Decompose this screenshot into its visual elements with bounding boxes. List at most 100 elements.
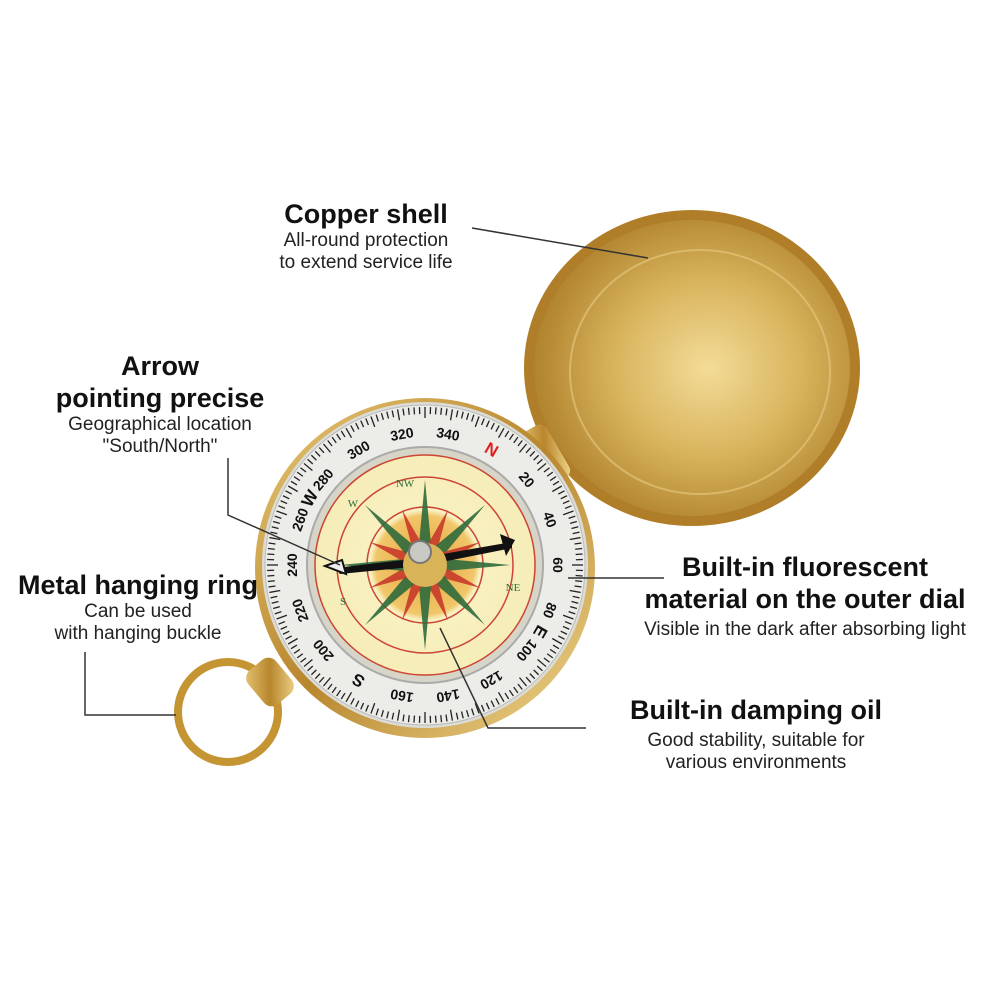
dial-tick [407, 407, 410, 415]
dial-tick [474, 416, 480, 428]
callout-damping: Built-in damping oil Good stability, sui… [596, 694, 916, 774]
dial-tick [568, 611, 576, 615]
dial-tick [303, 462, 313, 472]
dial-tick [445, 408, 448, 416]
dial-label: 160 [389, 686, 415, 706]
dial-tick [495, 698, 500, 705]
dial-tick [449, 409, 454, 421]
dial-tick [572, 595, 580, 599]
rose-label: S [340, 596, 346, 608]
callout-title: Built-in fluorescent [681, 552, 928, 582]
dial-tick [318, 447, 325, 454]
dial-tick [293, 648, 301, 654]
dial-tick [280, 500, 288, 505]
dial-tick [355, 700, 360, 708]
dial-label: 320 [389, 424, 415, 444]
dial-tick [407, 715, 410, 723]
dial-tick [497, 691, 505, 703]
dial-tick [296, 471, 304, 477]
dial-tick [529, 450, 536, 457]
dial-tick [518, 443, 528, 453]
dial-tick [402, 714, 405, 722]
dial-tick [440, 715, 443, 723]
dial-tick [440, 407, 443, 415]
dial-tick [336, 433, 342, 441]
dial-tick [480, 704, 485, 712]
dial-tick [460, 411, 464, 419]
dial-tick [282, 630, 290, 635]
callout-text: to extend service life [279, 252, 453, 273]
dial-label: 340 [435, 424, 461, 444]
dial-tick [490, 700, 495, 708]
dial-tick [536, 458, 543, 465]
dial-tick [571, 600, 579, 604]
dial-tick [370, 702, 376, 714]
dial-label: 40 [540, 509, 560, 529]
dial-tick [310, 669, 317, 676]
dial-tick [551, 637, 563, 645]
callout-ring: Metal hanging ring Can be used with hang… [0, 569, 276, 645]
dial-tick [340, 430, 346, 438]
dial-tick [533, 454, 540, 461]
dial-tick [375, 414, 379, 422]
dial-tick [274, 515, 282, 519]
dial-tick [270, 595, 278, 599]
dial-tick [274, 611, 282, 615]
dial-tick [569, 589, 581, 594]
dial-tick [575, 547, 583, 550]
dial-tick [269, 536, 281, 541]
dial-tick [276, 614, 288, 620]
dial-tick [285, 635, 292, 640]
dial-tick [513, 436, 519, 444]
dial-tick [508, 433, 514, 441]
dial-tick [572, 531, 580, 535]
dial-tick [278, 620, 286, 625]
dial-tick [269, 589, 281, 594]
rose-label: W [348, 498, 359, 510]
dial-tick [287, 485, 299, 493]
dial-tick [536, 665, 543, 672]
dial-tick [529, 673, 536, 680]
callout-text: "South/North" [102, 436, 218, 457]
dial-tick [574, 542, 582, 545]
dial-tick [282, 495, 290, 500]
callout-title: pointing precise [55, 383, 265, 413]
dial-tick [549, 476, 557, 482]
dial-tick [272, 520, 281, 525]
dial-tick [495, 425, 500, 432]
dial-tick [293, 476, 301, 482]
callout-arrow: Arrow pointing precise Geographical loca… [20, 350, 300, 458]
dial-tick [517, 683, 523, 690]
dial-tick [391, 712, 395, 720]
dial-tick [336, 689, 342, 697]
rose-label: NE [506, 582, 521, 594]
dial-tick [310, 454, 317, 461]
dial-tick [396, 709, 401, 721]
dial-tick [455, 712, 459, 720]
dial-tick [386, 411, 390, 419]
dial-tick [365, 704, 370, 712]
dial-tick [300, 467, 307, 473]
callout-fluorescent: Built-in fluorescent material on the out… [600, 551, 1000, 641]
callout-text: Good stability, suitable for [647, 730, 865, 751]
dial-tick [562, 500, 570, 505]
hanging-ring [174, 657, 294, 766]
dial-tick [504, 430, 510, 438]
dial-tick [303, 658, 313, 668]
callout-text: various environments [665, 752, 847, 773]
dial-tick [558, 635, 565, 640]
dial-tick [518, 677, 528, 687]
dial-tick [465, 709, 470, 718]
callout-text: with hanging buckle [54, 623, 222, 644]
dial-tick [517, 440, 523, 447]
dial-tick [276, 510, 288, 516]
dial-tick [569, 536, 581, 541]
dial-tick [537, 658, 547, 668]
dial-tick [497, 427, 505, 439]
dial-label: 140 [435, 686, 461, 706]
dial-tick [360, 420, 365, 428]
dial-tick [345, 691, 353, 703]
dial-tick [322, 677, 332, 687]
dial-tick [350, 698, 355, 705]
dial-tick [340, 692, 346, 700]
